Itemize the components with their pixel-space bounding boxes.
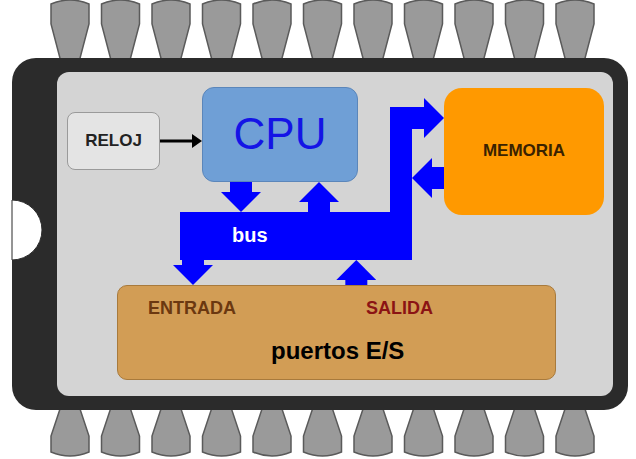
clock-arrow [160,140,192,143]
chip-pin [203,0,241,62]
chip-pin [51,0,89,62]
clock-box: RELOJ [67,112,160,170]
chip-pin [203,406,241,456]
chip-pin [405,0,443,62]
chip-pin [51,406,89,456]
chip-notch [12,200,42,260]
chip-die [57,72,613,396]
chip-body [12,58,628,410]
chip-pin [152,0,190,62]
node-label: RELOJ [85,132,142,151]
chip-pin [405,406,443,456]
chip-pin [152,406,190,456]
io-ports-box: ENTRADA SALIDA puertos E/S [117,285,556,380]
chip-pin [102,0,140,62]
bus-arrow [230,182,252,192]
cpu-box: CPU [202,87,358,182]
node-label: CPU [234,110,327,158]
chip-pin [354,406,392,456]
bus-band: bus [180,212,412,260]
chip-pin [506,0,544,62]
chip-pin [455,0,493,62]
chip-pin [455,406,493,456]
bus-arrow [308,202,330,212]
node-label: ENTRADA [148,299,236,319]
node-label: SALIDA [366,299,433,319]
chip-pin [253,406,291,456]
memory-box: MEMORIA [444,88,604,215]
chip-pin [556,406,594,456]
chip-pin [102,406,140,456]
bus-arrow [432,167,444,189]
bus-arrow [401,118,424,212]
chip-pin [304,0,342,62]
node-label: MEMORIA [483,142,565,161]
bus-arrow [182,260,204,265]
chip-pin [354,0,392,62]
chip-pin [556,0,594,62]
node-label: puertos E/S [271,338,404,364]
node-label: bus [232,224,268,246]
chip-pin [304,406,342,456]
chip-pin [253,0,291,62]
chip-pin [506,406,544,456]
